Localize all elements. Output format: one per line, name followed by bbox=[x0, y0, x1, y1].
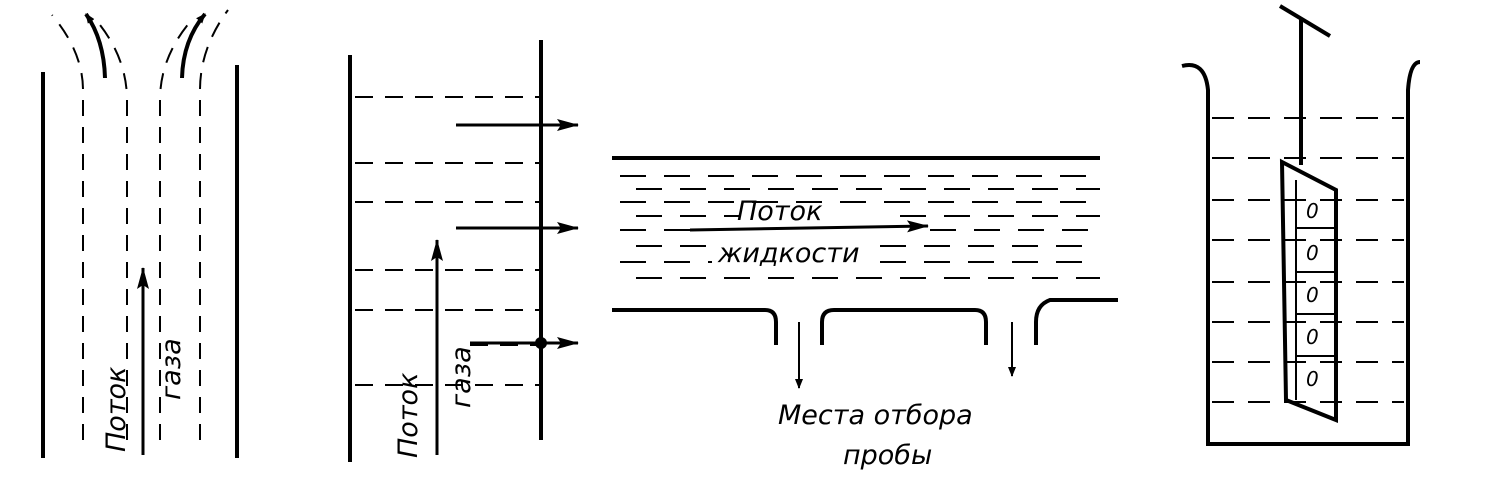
sampler-hole-marks: 0 0 0 0 0 bbox=[1306, 199, 1319, 391]
label-medium-word-a: газа bbox=[156, 338, 187, 400]
streamline-left-outer bbox=[51, 14, 84, 440]
label-flow-word-a: Поток bbox=[101, 366, 132, 452]
hole-mark: 0 bbox=[1306, 325, 1319, 349]
hole-mark: 0 bbox=[1306, 241, 1319, 265]
sampling-point bbox=[535, 337, 547, 349]
label-medium-word-b: газа bbox=[446, 346, 477, 408]
panel-gas-pipe: Поток газа bbox=[41, 9, 239, 458]
liquid-dash-rows bbox=[620, 175, 1100, 279]
vessel-outline bbox=[1181, 60, 1421, 446]
hole-mark: 0 bbox=[1306, 199, 1319, 223]
label-flow-line2: жидкости bbox=[717, 238, 860, 269]
panel-liquid-channel: Поток жидкости Места отбора пробы bbox=[612, 156, 1118, 471]
panel-vessel-sampler: 0 0 0 0 0 bbox=[1181, 4, 1421, 446]
vessel-liquid-levels bbox=[1212, 117, 1404, 403]
label-flow-word-b: Поток bbox=[393, 372, 424, 458]
streamline-right-outer bbox=[199, 9, 229, 440]
label-flow-line1: Поток bbox=[737, 196, 823, 227]
streamline-left-inner bbox=[99, 24, 128, 440]
sampler-body bbox=[1279, 158, 1338, 423]
hole-mark: 0 bbox=[1306, 283, 1319, 307]
channel-bottom-with-taps bbox=[612, 298, 1118, 345]
label-sample-line2: пробы bbox=[843, 440, 932, 471]
dashed-levels bbox=[355, 96, 540, 386]
panel-gas-lateral: Поток газа bbox=[348, 40, 579, 462]
sampler-handle bbox=[1278, 4, 1332, 38]
liquid-flow-arrow bbox=[689, 220, 929, 233]
streamline-right-inner bbox=[159, 21, 191, 440]
hole-mark: 0 bbox=[1306, 367, 1319, 391]
exit-arrow-right bbox=[180, 12, 207, 79]
label-sample-line1: Места отбора bbox=[778, 400, 973, 431]
sampler-compartments bbox=[1296, 227, 1336, 357]
exit-arrow-left bbox=[84, 12, 107, 79]
